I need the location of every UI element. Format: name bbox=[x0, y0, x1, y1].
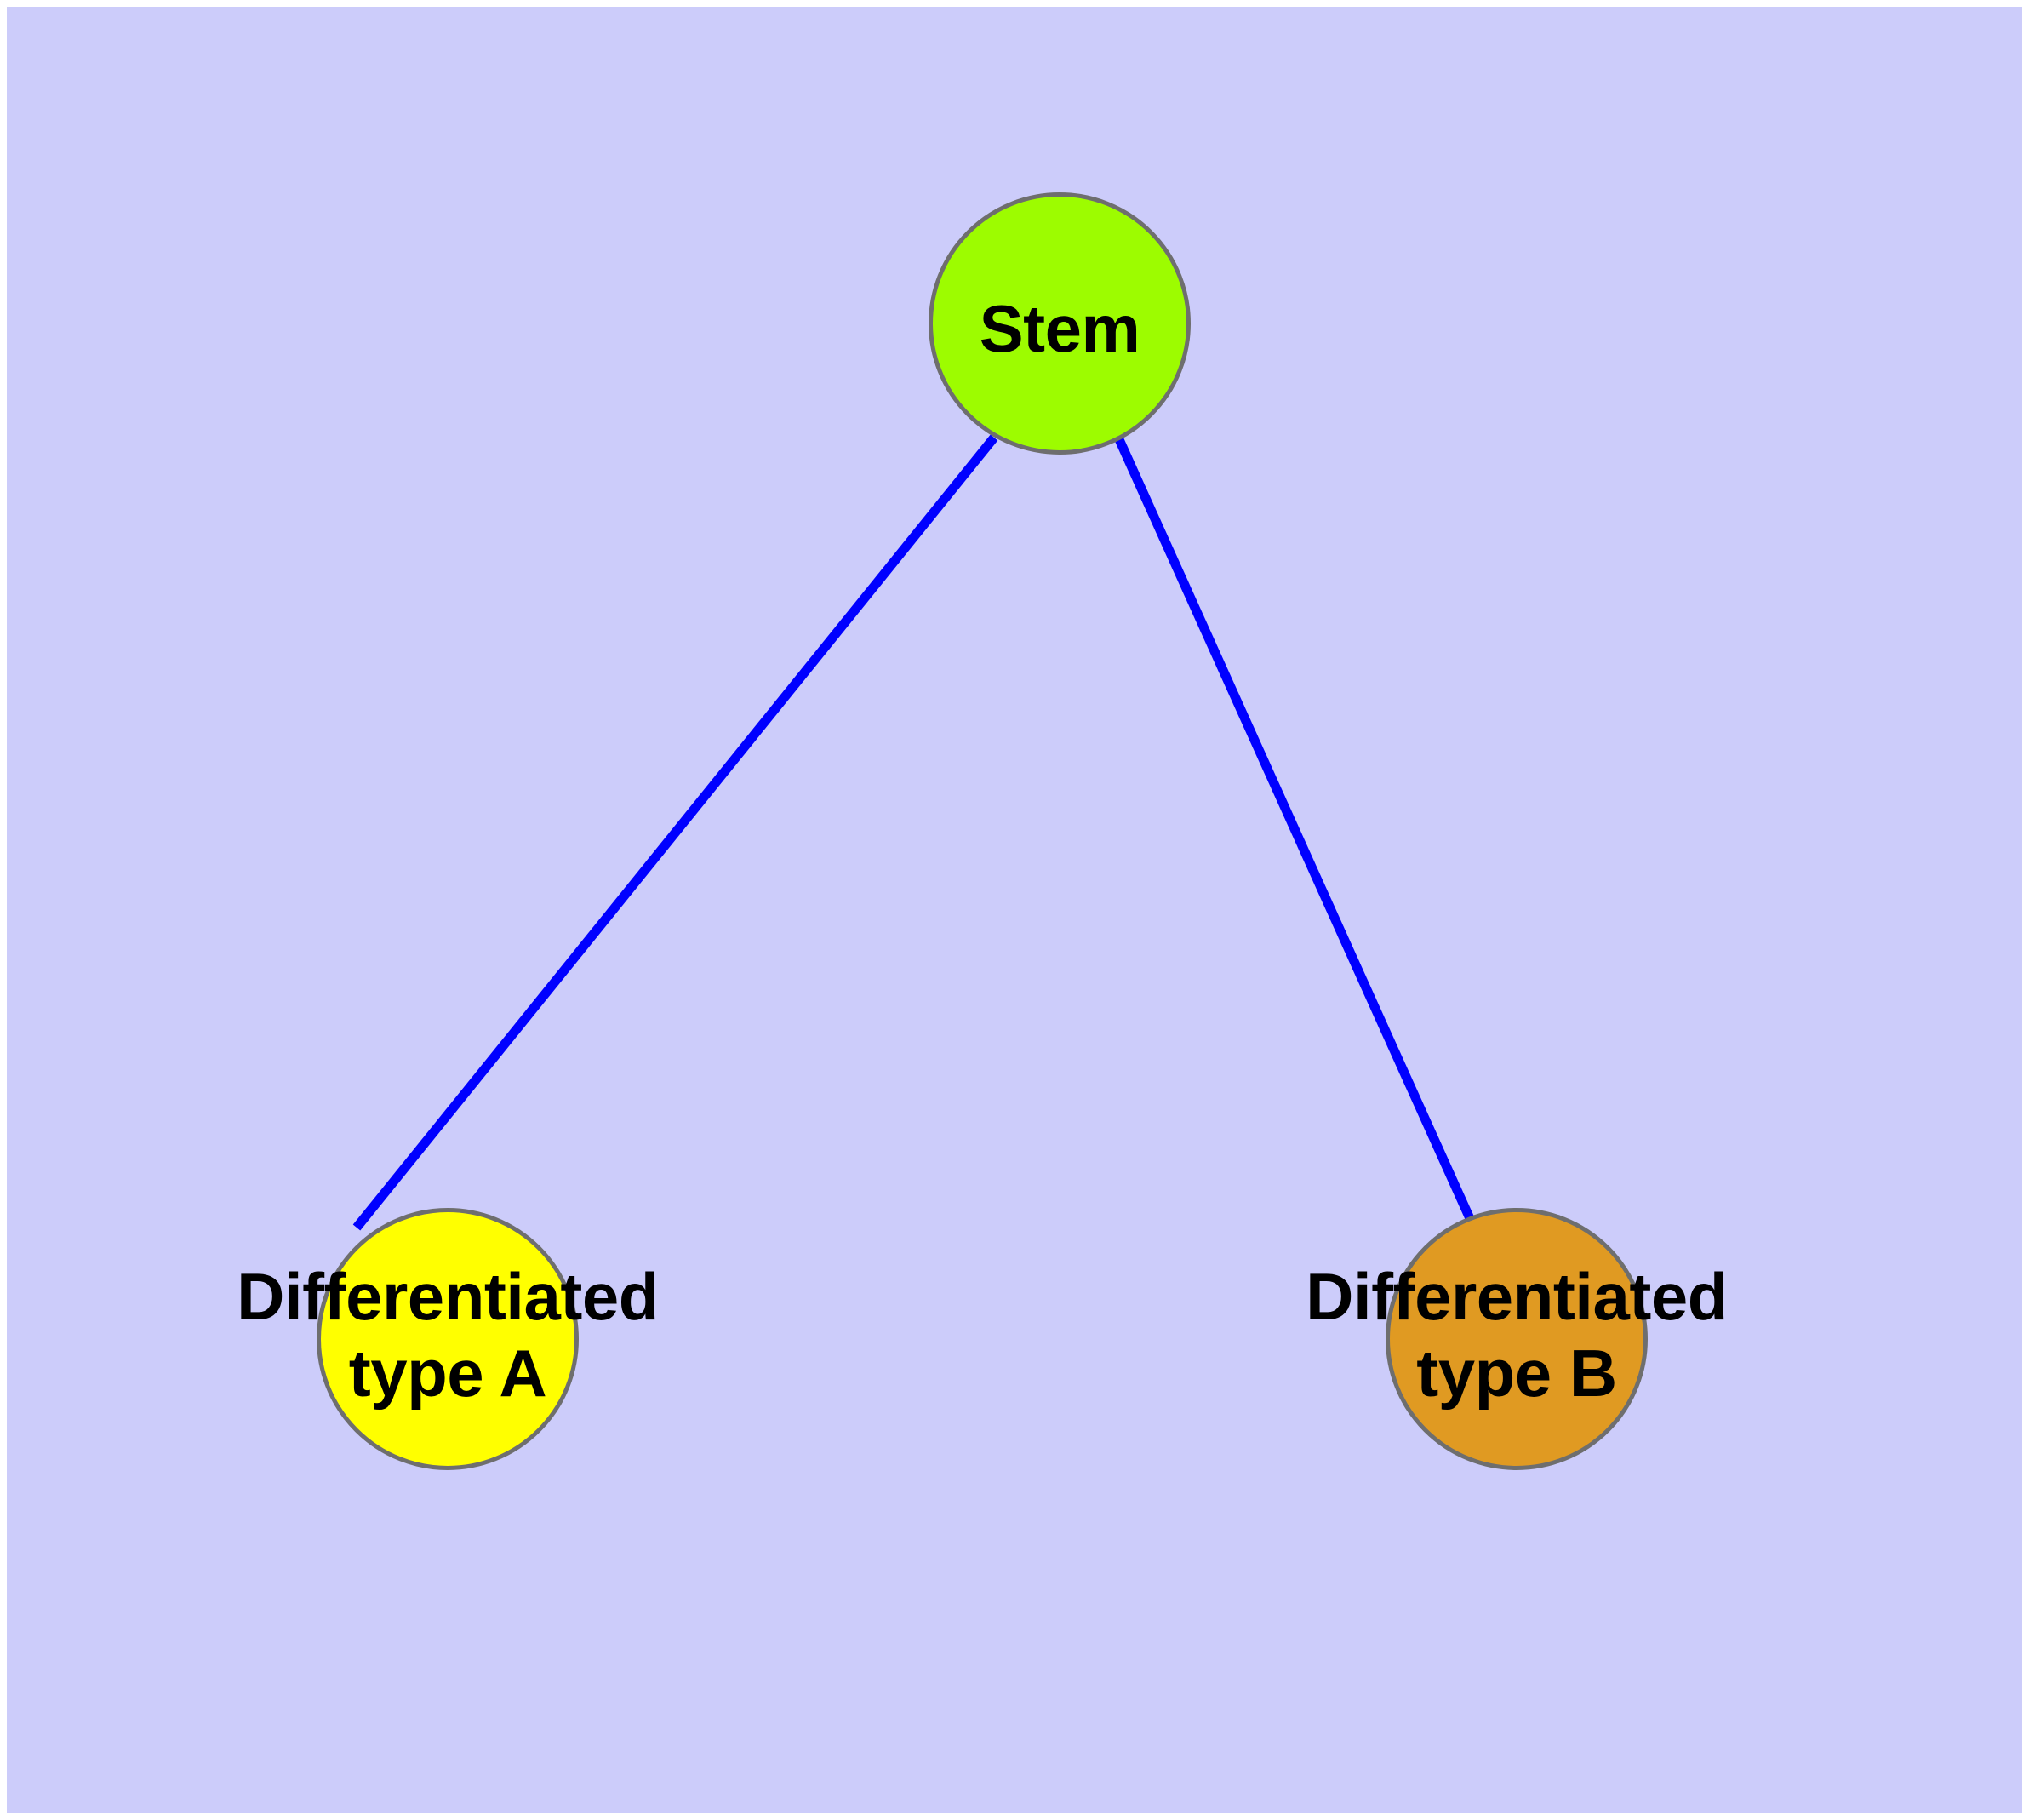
node-differentiated-type-b[interactable] bbox=[1386, 1208, 1648, 1470]
edge-stem-to-differentiated-type-b bbox=[1113, 435, 1477, 1227]
node-differentiated-type-a[interactable] bbox=[317, 1208, 579, 1470]
node-stem[interactable] bbox=[929, 192, 1191, 455]
edge-stem-to-differentiated-type-a bbox=[352, 434, 998, 1231]
